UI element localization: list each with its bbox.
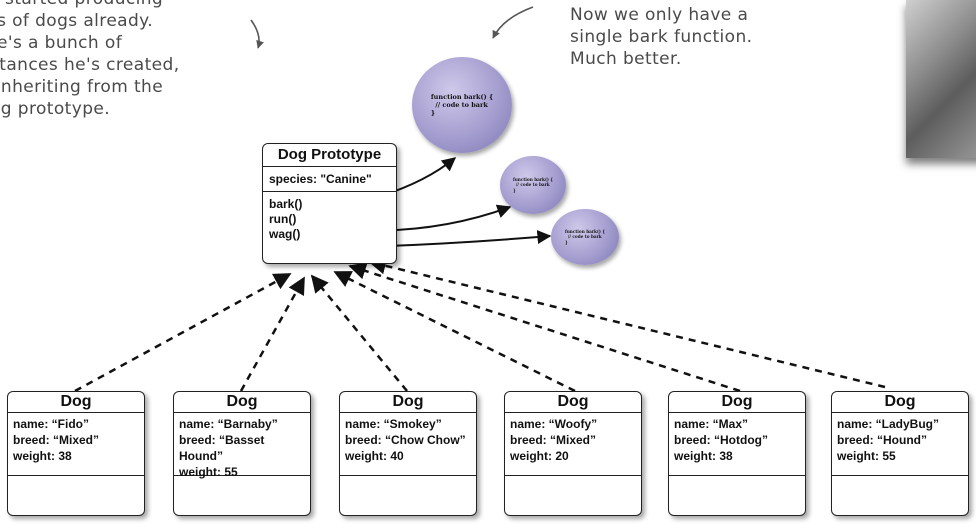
dog-prototype-card: Dog Prototype species: "Canine" bark() r… (262, 143, 397, 264)
dog-weight: weight: 40 (345, 449, 404, 463)
bark-function-bubble: function bark() { // code to bark } (551, 209, 619, 265)
inherit-arrow-smokey (310, 274, 408, 392)
dog-properties: name: “Smokey” breed: “Chow Chow” weight… (340, 413, 476, 476)
dog-card-fido: Dog name: “Fido” breed: “Mixed” weight: … (7, 391, 145, 516)
dog-name: name: “LadyBug” (837, 417, 940, 431)
bark-function-code: function bark() { // code to bark } (512, 177, 554, 193)
dog-card-barnaby: Dog name: “Barnaby” breed: “Basset Hound… (173, 391, 311, 516)
prototype-methods: bark() run() wag() (263, 192, 396, 242)
dog-card-max: Dog name: “Max” breed: “Hotdog” weight: … (668, 391, 806, 516)
bark-function-code: function bark() { // code to bark } (564, 229, 606, 245)
dog-name: name: “Max” (674, 417, 749, 431)
dog-name: name: “Fido” (13, 417, 90, 431)
dog-properties: name: “Fido” breed: “Mixed” weight: 38 (8, 413, 144, 476)
bark-function-code: function bark() { // code to bark } (430, 93, 494, 117)
dog-properties: name: “Max” breed: “Hotdog” weight: 38 (669, 413, 805, 476)
inherit-arrow-ladybug (368, 257, 886, 389)
dog-properties: name: “LadyBug” breed: “Hound” weight: 5… (832, 413, 968, 476)
dog-title: Dog (174, 392, 310, 413)
dog-title: Dog (505, 392, 641, 413)
prototype-title: Dog Prototype (263, 144, 396, 167)
dog-breed: breed: “Hound” (837, 433, 927, 447)
dog-title: Dog (669, 392, 805, 413)
dog-title: Dog (8, 392, 144, 413)
method-run: run() (269, 212, 297, 226)
dog-breed: breed: “Mixed” (510, 433, 597, 447)
prototype-species: species: "Canine" (263, 167, 396, 192)
dog-breed: breed: “Chow Chow” (345, 433, 466, 447)
inherit-arrow-fido (74, 272, 292, 393)
method-bark: bark() (269, 197, 303, 211)
dog-title: Dog (832, 392, 968, 413)
dog-breed: breed: “Mixed” (13, 433, 100, 447)
bark-function-bubble: function bark() { // code to bark } (412, 57, 512, 153)
dog-card-smokey: Dog name: “Smokey” breed: “Chow Chow” we… (339, 391, 477, 516)
dog-weight: weight: 38 (13, 449, 72, 463)
dog-weight: weight: 55 (179, 465, 238, 479)
dog-name: name: “Barnaby” (179, 417, 278, 431)
dog-title: Dog (340, 392, 476, 413)
photo-thumbnail (906, 0, 976, 158)
dog-weight: weight: 55 (837, 449, 896, 463)
note-right: Now we only have a single bark function.… (570, 5, 753, 69)
note-right-pointer (492, 6, 534, 39)
dog-breed: breed: “Basset Hound” (179, 433, 265, 463)
inheritance-arrows (74, 257, 886, 393)
dog-weight: weight: 38 (674, 449, 733, 463)
dog-weight: weight: 20 (510, 449, 569, 463)
dog-breed: breed: “Hotdog” (674, 433, 768, 447)
note-left: s started producing ts of dogs already. … (0, 0, 180, 119)
method-wag: wag() (269, 227, 301, 241)
dog-card-ladybug: Dog name: “LadyBug” breed: “Hound” weigh… (831, 391, 969, 516)
bark-function-bubble: function bark() { // code to bark } (500, 156, 566, 214)
inherit-arrow-max (348, 262, 741, 393)
dog-properties: name: “Woofy” breed: “Mixed” weight: 20 (505, 413, 641, 476)
dog-name: name: “Smokey” (345, 417, 442, 431)
dog-card-woofy: Dog name: “Woofy” breed: “Mixed” weight:… (504, 391, 642, 516)
dog-name: name: “Woofy” (510, 417, 598, 431)
dog-properties: name: “Barnaby” breed: “Basset Hound” we… (174, 413, 310, 479)
inherit-arrow-barnaby (239, 276, 306, 392)
note-left-pointer (250, 19, 264, 49)
inherit-arrow-woofy (333, 270, 576, 393)
